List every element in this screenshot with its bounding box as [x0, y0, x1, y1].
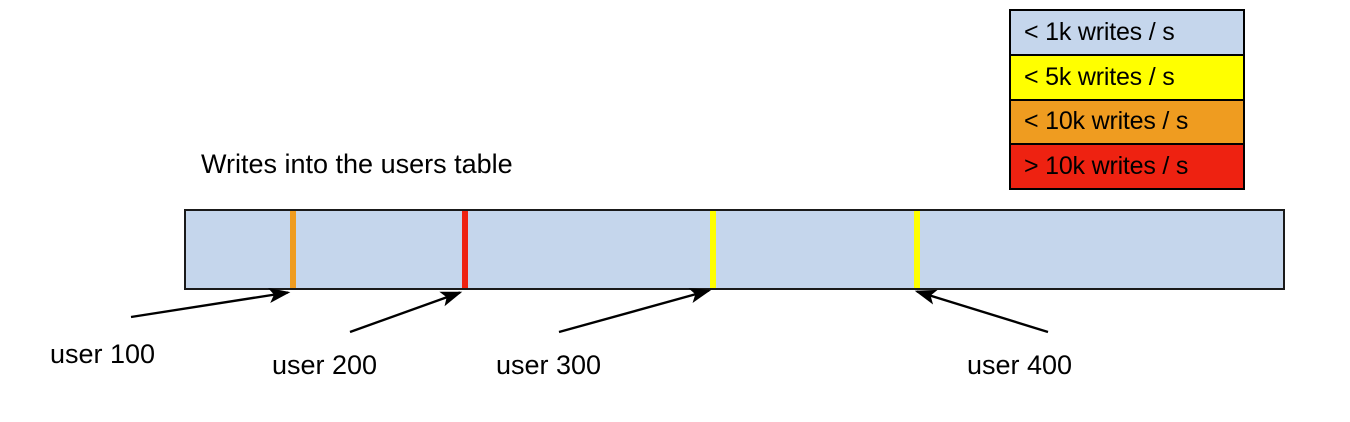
legend-row-under-10k: < 10k writes / s	[1011, 100, 1243, 146]
callout-label-user-100: user 100	[50, 339, 156, 369]
legend-label: < 10k writes / s	[1024, 107, 1189, 136]
callout-label-user-300: user 300	[496, 350, 602, 380]
callout-label-user-400: user 400	[967, 350, 1073, 380]
legend-label: < 5k writes / s	[1024, 62, 1175, 91]
stripe-user-100	[290, 211, 296, 288]
legend-label: < 1k writes / s	[1024, 17, 1175, 46]
legend-row-over-10k: > 10k writes / s	[1011, 145, 1243, 188]
arrow-user-100	[130, 287, 291, 319]
chart-title: Writes into the users table	[201, 149, 513, 179]
legend-label: > 10k writes / s	[1024, 152, 1189, 181]
arrow-user-400	[914, 289, 1049, 334]
stripe-user-300	[710, 211, 716, 288]
arrow-user-300	[558, 288, 712, 334]
arrow-user-200	[349, 291, 463, 334]
legend-row-under-5k: < 5k writes / s	[1011, 55, 1243, 101]
stripe-user-200	[462, 211, 468, 288]
stripe-user-400	[914, 211, 920, 288]
users-table-bar	[184, 209, 1285, 290]
legend-row-under-1k: < 1k writes / s	[1011, 11, 1243, 56]
callout-label-user-200: user 200	[272, 350, 378, 380]
writes-legend: < 1k writes / s < 5k writes / s < 10k wr…	[1009, 9, 1245, 190]
